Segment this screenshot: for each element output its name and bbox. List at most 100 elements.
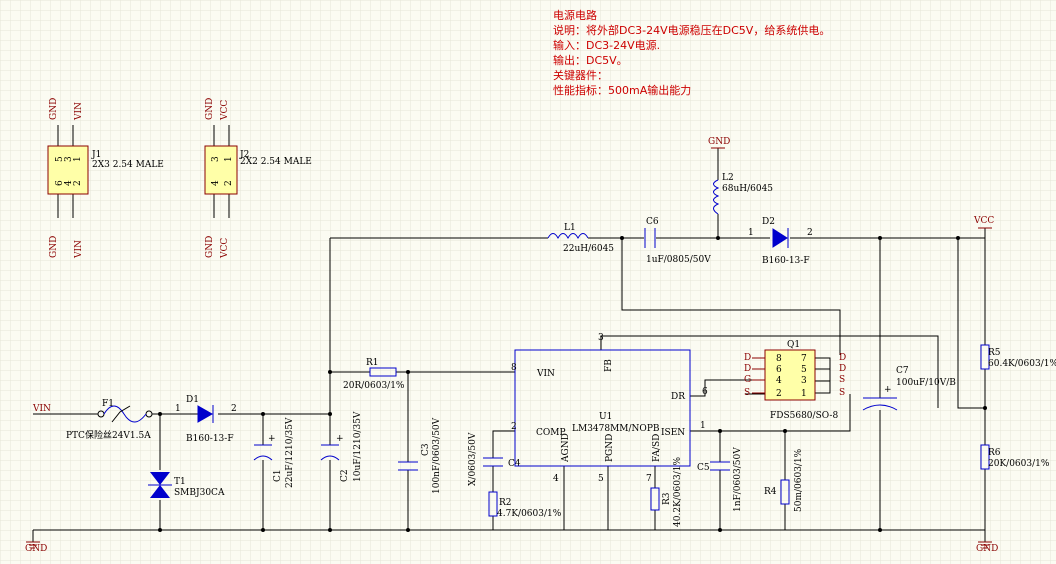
resistor-r1[interactable]: R1 20R/0603/1% <box>343 358 405 391</box>
capacitor-c4[interactable]: C4 X/0603/50V <box>468 432 521 486</box>
c4-ref: C4 <box>508 459 521 469</box>
u1-pin-num-agnd: 4 <box>553 474 559 484</box>
port-vin[interactable]: VIN <box>32 404 51 414</box>
r2-ref: R2 <box>499 498 512 508</box>
note-title: 电源电路 <box>553 8 597 22</box>
svg-text:+: + <box>884 385 892 395</box>
resistor-r3[interactable]: R3 40.2K/0603/1% <box>650 457 683 527</box>
j1-net-gnd-bottom: GND <box>49 236 59 258</box>
diode-d2[interactable]: 1 2 D2 B160-13-F <box>748 217 813 266</box>
inductor-l2[interactable]: L2 68uH/6045 <box>713 173 774 215</box>
q1-pin-2: 2 <box>776 389 782 399</box>
j1-value: 2X3 2.54 MALE <box>92 160 164 170</box>
q1-right-label-3: S <box>839 375 845 385</box>
q1-left-label-4: S <box>744 388 750 398</box>
j1-pin-1: 1 <box>73 156 83 162</box>
svg-text:VCC: VCC <box>973 216 994 226</box>
ic-u1[interactable]: VIN FB DR COMP AGND PGND FA/SD ISEN U1 L… <box>511 333 708 484</box>
r4-ref: R4 <box>764 487 777 497</box>
note-output: 输出：DC5V。 <box>553 53 628 67</box>
j2-pin-2: 2 <box>224 180 234 186</box>
j2-ref: J2 <box>239 150 249 160</box>
u1-pin-label-comp: COMP <box>536 428 566 438</box>
connector-j2[interactable]: GND VCC GND VCC 3 1 4 2 J2 2X2 2.54 MALE <box>204 98 312 259</box>
j1-ref: J1 <box>91 150 101 160</box>
l1-ref: L1 <box>564 223 576 233</box>
j1-net-gnd-top: GND <box>49 98 59 120</box>
q1-left-label-3: G <box>744 375 751 385</box>
c1-value: 22uF/1210/35V <box>285 417 295 488</box>
diode-d1[interactable]: 1 2 D1 B160-13-F <box>175 395 237 444</box>
j1-pin-2: 2 <box>73 180 83 186</box>
d2-pin1: 1 <box>748 228 754 238</box>
u1-pin-num-pgnd: 5 <box>598 474 604 484</box>
capacitor-c7[interactable]: + C7 100uF/10V/B <box>862 366 956 411</box>
svg-text:VIN: VIN <box>32 404 51 414</box>
l1-value: 22uH/6045 <box>563 244 614 254</box>
note-input: 输入：DC3-24V电源. <box>553 38 660 52</box>
r5-value: 60.4K/0603/1% <box>988 359 1056 369</box>
u1-pin-label-isen: ISEN <box>661 428 685 438</box>
note-description: 说明：将外部DC3-24V电源稳压在DC5V，给系统供电。 <box>553 23 830 37</box>
u1-pin-num-dr: 6 <box>702 387 708 397</box>
j1-pin-4: 4 <box>64 180 74 186</box>
junctions <box>158 236 987 532</box>
connector-j1[interactable]: GND VIN GND VIN 5 3 1 6 4 2 J1 2X3 2.54 … <box>47 98 164 259</box>
f1-value: PTC保险丝24V1.5A <box>66 429 151 441</box>
r5-ref: R5 <box>988 348 1001 358</box>
resistor-r5[interactable]: R5 60.4K/0603/1% <box>980 344 1056 370</box>
j1-net-vin-bottom: VIN <box>74 240 84 259</box>
port-vcc[interactable]: VCC <box>973 216 994 229</box>
d1-value: B160-13-F <box>186 434 234 444</box>
inductor-l1[interactable]: L1 22uH/6045 <box>547 223 614 254</box>
l2-ref: L2 <box>722 173 734 183</box>
r1-ref: R1 <box>366 358 379 368</box>
c2-ref: C2 <box>340 469 350 482</box>
capacitor-c5[interactable]: C5 1nF/0603/50V <box>697 447 743 512</box>
u1-pin-label-dr: DR <box>671 392 685 402</box>
q1-pin-4: 4 <box>776 376 782 386</box>
u1-pin-num-vin: 8 <box>511 363 517 373</box>
port-gnd-right[interactable]: GND <box>976 541 998 554</box>
j2-net-gnd-top: GND <box>205 98 215 120</box>
svg-text:+: + <box>268 434 276 444</box>
port-gnd-l2[interactable]: GND <box>708 137 730 149</box>
wires <box>32 148 986 542</box>
capacitor-c1[interactable]: + C1 22uF/1210/35V <box>253 417 295 488</box>
d1-ref: D1 <box>186 395 199 405</box>
port-gnd-left[interactable]: GND <box>25 541 47 554</box>
mosfet-q1[interactable]: Q1 FDS5680/SO-8 D D G S D D S S 8 6 4 2 … <box>744 340 846 421</box>
u1-value: LM3478MM/NOPB <box>572 424 660 434</box>
u1-pin-label-vin: VIN <box>536 369 555 379</box>
fuse-f1[interactable]: F1 PTC保险丝24V1.5A <box>66 399 153 441</box>
t1-ref: T1 <box>174 477 186 487</box>
q1-pin-6: 6 <box>776 365 782 375</box>
u1-pin-label-pgnd: PGND <box>605 434 615 462</box>
r4-value: 50m/0603/1% <box>794 448 804 512</box>
capacitor-c2[interactable]: + C2 10uF/1210/35V <box>320 411 363 482</box>
resistor-r2[interactable]: R2 4.7K/0603/1% <box>488 491 562 519</box>
q1-value: FDS5680/SO-8 <box>770 411 838 421</box>
l2-value: 68uH/6045 <box>722 184 773 194</box>
capacitor-c6[interactable]: C6 1uF/0805/50V <box>644 217 711 265</box>
c7-value: 100uF/10V/B <box>896 378 956 388</box>
note-performance: 性能指标：500mA输出能力 <box>553 83 691 97</box>
u1-pin-label-fb: FB <box>604 359 614 372</box>
u1-pin-num-fb: 3 <box>598 333 604 343</box>
j1-pin-6: 6 <box>55 180 65 186</box>
c5-value: 1nF/0603/50V <box>733 447 743 512</box>
j2-value: 2X2 2.54 MALE <box>240 157 312 167</box>
c1-ref: C1 <box>273 469 283 482</box>
q1-right-label-1: D <box>839 353 846 363</box>
resistor-r6[interactable]: R6 20K/0603/1% <box>980 444 1050 470</box>
resistor-r4[interactable]: R4 50m/0603/1% <box>764 448 804 512</box>
r6-ref: R6 <box>988 448 1001 458</box>
r1-value: 20R/0603/1% <box>343 381 405 391</box>
u1-ref: U1 <box>599 412 612 422</box>
tvs-t1[interactable]: T1 SMBJ30CA <box>148 472 225 498</box>
capacitor-c3[interactable]: C3 100nF/0603/50V <box>398 417 442 494</box>
c2-value: 10uF/1210/35V <box>353 411 363 482</box>
j2-net-vcc-top: VCC <box>220 100 230 121</box>
q1-left-label-1: D <box>744 353 751 363</box>
d2-value: B160-13-F <box>762 256 810 266</box>
